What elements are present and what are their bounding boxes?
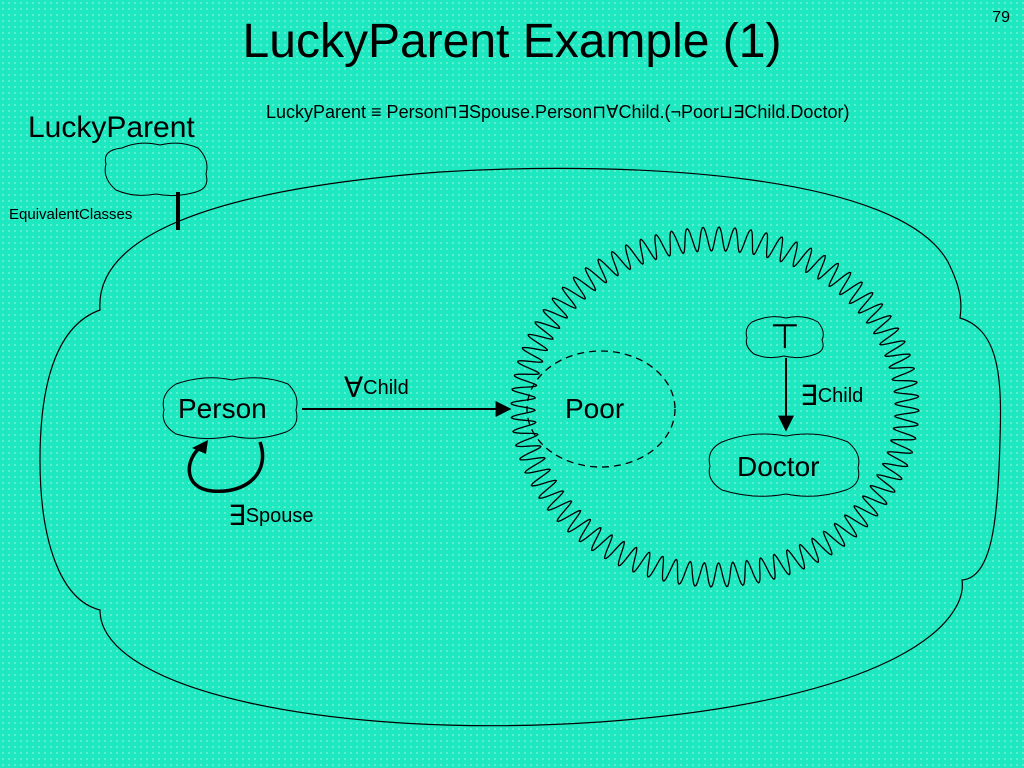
forall-child-text: Child: [363, 377, 409, 399]
dl-formula: LuckyParent ≡ Person⊓∃Spouse.Person⊓∀Chi…: [266, 102, 850, 122]
top-symbol-label: ⊤: [770, 318, 800, 356]
exists-child-label: ∃Child: [800, 382, 863, 410]
poor-label: Poor: [565, 393, 625, 424]
spouse-loop: [187, 441, 265, 493]
exists-spouse-symbol: ∃: [228, 500, 246, 531]
lucky-parent-label: LuckyParent: [28, 111, 195, 144]
top-cloud[interactable]: [745, 316, 824, 359]
forall-child-label: ∀Child: [344, 374, 409, 402]
exists-spouse-text: Spouse: [245, 505, 314, 527]
page-number: 79: [992, 9, 1010, 26]
equivalent-classes-label: EquivalentClasses: [9, 206, 133, 223]
doctor-label: Doctor: [737, 451, 820, 482]
slide-title: LuckyParent Example (1): [242, 15, 782, 68]
forall-symbol: ∀: [344, 372, 364, 403]
exists-spouse-label: ∃Spouse: [228, 502, 314, 530]
spouse-loop-arrowhead: [192, 440, 208, 454]
poor-dashed-ellipse[interactable]: [526, 350, 676, 468]
lucky-parent-region: [39, 167, 1002, 727]
person-cloud[interactable]: [162, 377, 298, 440]
not-poor-wavy-region: [510, 226, 920, 588]
exists-child-text: Child: [817, 385, 864, 407]
exists-symbol: ∃: [800, 380, 818, 411]
person-label: Person: [178, 393, 267, 424]
lucky-parent-cloud[interactable]: [104, 142, 208, 197]
doctor-cloud[interactable]: [708, 433, 860, 497]
